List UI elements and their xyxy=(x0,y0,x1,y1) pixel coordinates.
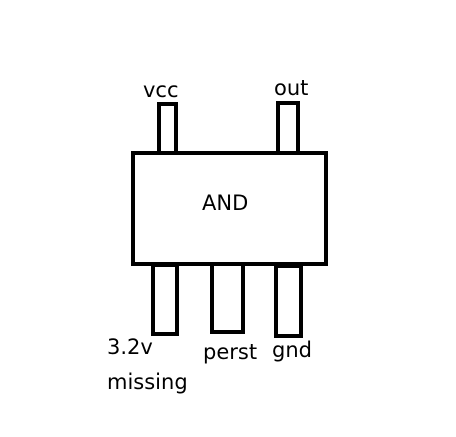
pin-gnd xyxy=(274,264,303,338)
pin-perst xyxy=(210,262,245,334)
missing-note: missing xyxy=(107,370,188,394)
pin-3v2 xyxy=(151,263,179,336)
chip-body xyxy=(131,151,328,266)
pin-label-out: out xyxy=(274,76,309,100)
pin-label-perst: perst xyxy=(203,340,258,364)
pin-label-gnd: gnd xyxy=(272,338,312,362)
chip-label: AND xyxy=(202,191,249,215)
pin-out xyxy=(276,101,300,155)
pin-vcc xyxy=(157,102,178,155)
pin-label-3v2: 3.2v xyxy=(107,335,153,359)
pin-label-vcc: vcc xyxy=(143,78,179,102)
